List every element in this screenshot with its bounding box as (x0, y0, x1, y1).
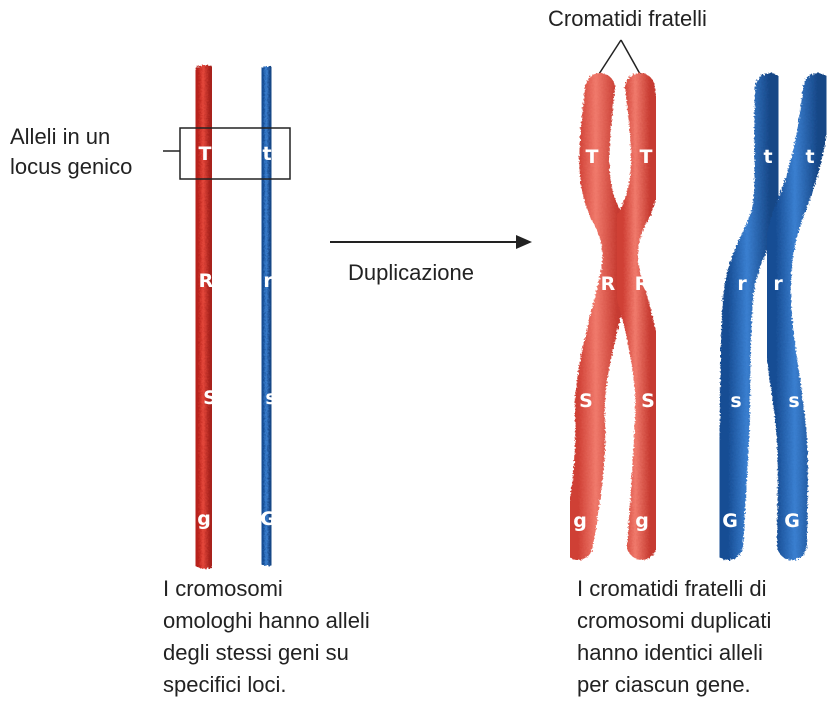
duplication-arrow-icon (330, 235, 532, 249)
allele-blue-chromatid-a-4: G (722, 510, 738, 532)
sister-chromatids-caption-line-1: I cromatidi fratelli di (577, 573, 832, 605)
allele-blue-chromatid-b-3: s (788, 390, 799, 412)
allele-blue-chromatid-a-1: t (763, 146, 772, 168)
allele-red-chromatid-a-2: R (601, 273, 616, 295)
allele-red-chromatid-a-4: g (573, 510, 587, 532)
alleles-locus-label-line-2: locus genico (10, 152, 180, 182)
sister-chromatids-label: Cromatidi fratelli (548, 4, 707, 34)
allele-red-chromatid-b-4: g (635, 510, 649, 532)
allele-blue-1: t (262, 143, 271, 165)
allele-blue-chromatid-b-4: G (784, 510, 800, 532)
homologous-caption-line-3: degli stessi geni su (163, 637, 443, 669)
allele-red-chromatid-b-3: S (641, 390, 655, 412)
sister-chromatids-caption-line-4: per ciascun gene. (577, 669, 832, 701)
sister-chromatids-caption-line-3: hanno identici alleli (577, 637, 832, 669)
homologous-caption-line-2: omologhi hanno alleli (163, 605, 443, 637)
allele-blue-chromatid-b-1: t (805, 146, 814, 168)
duplication-label: Duplicazione (348, 258, 474, 288)
allele-red-chromatid-a-1: T (586, 146, 599, 168)
allele-red-1: T (199, 143, 212, 165)
allele-red-chromatid-b-1: T (640, 146, 653, 168)
sister-chromatids-pointer (599, 40, 640, 74)
sister-chromatids-caption-line-2: cromosomi duplicati (577, 605, 832, 637)
alleles-locus-label-line-1: Alleli in un (10, 122, 180, 152)
alleles-locus-label: Alleli in un locus genico (10, 122, 180, 182)
sister-chromatids-caption: I cromatidi fratelli di cromosomi duplic… (577, 573, 832, 701)
allele-red-chromatid-a-3: S (579, 390, 593, 412)
allele-red-2: R (199, 270, 214, 292)
allele-blue-chromatid-a-3: s (730, 390, 741, 412)
allele-blue-3: s (265, 387, 276, 409)
allele-blue-chromatid-b-2: r (773, 273, 783, 295)
allele-red-3: S (203, 387, 217, 409)
allele-blue-4: G (260, 508, 276, 530)
homologous-caption-line-4: specifici loci. (163, 669, 443, 701)
homologous-caption-line-1: I cromosomi (163, 573, 443, 605)
allele-blue-2: r (263, 270, 273, 292)
allele-red-chromatid-b-2: R (635, 273, 650, 295)
homologous-caption: I cromosomi omologhi hanno alleli degli … (163, 573, 443, 701)
allele-red-4: g (197, 508, 211, 530)
allele-blue-chromatid-a-2: r (737, 273, 747, 295)
